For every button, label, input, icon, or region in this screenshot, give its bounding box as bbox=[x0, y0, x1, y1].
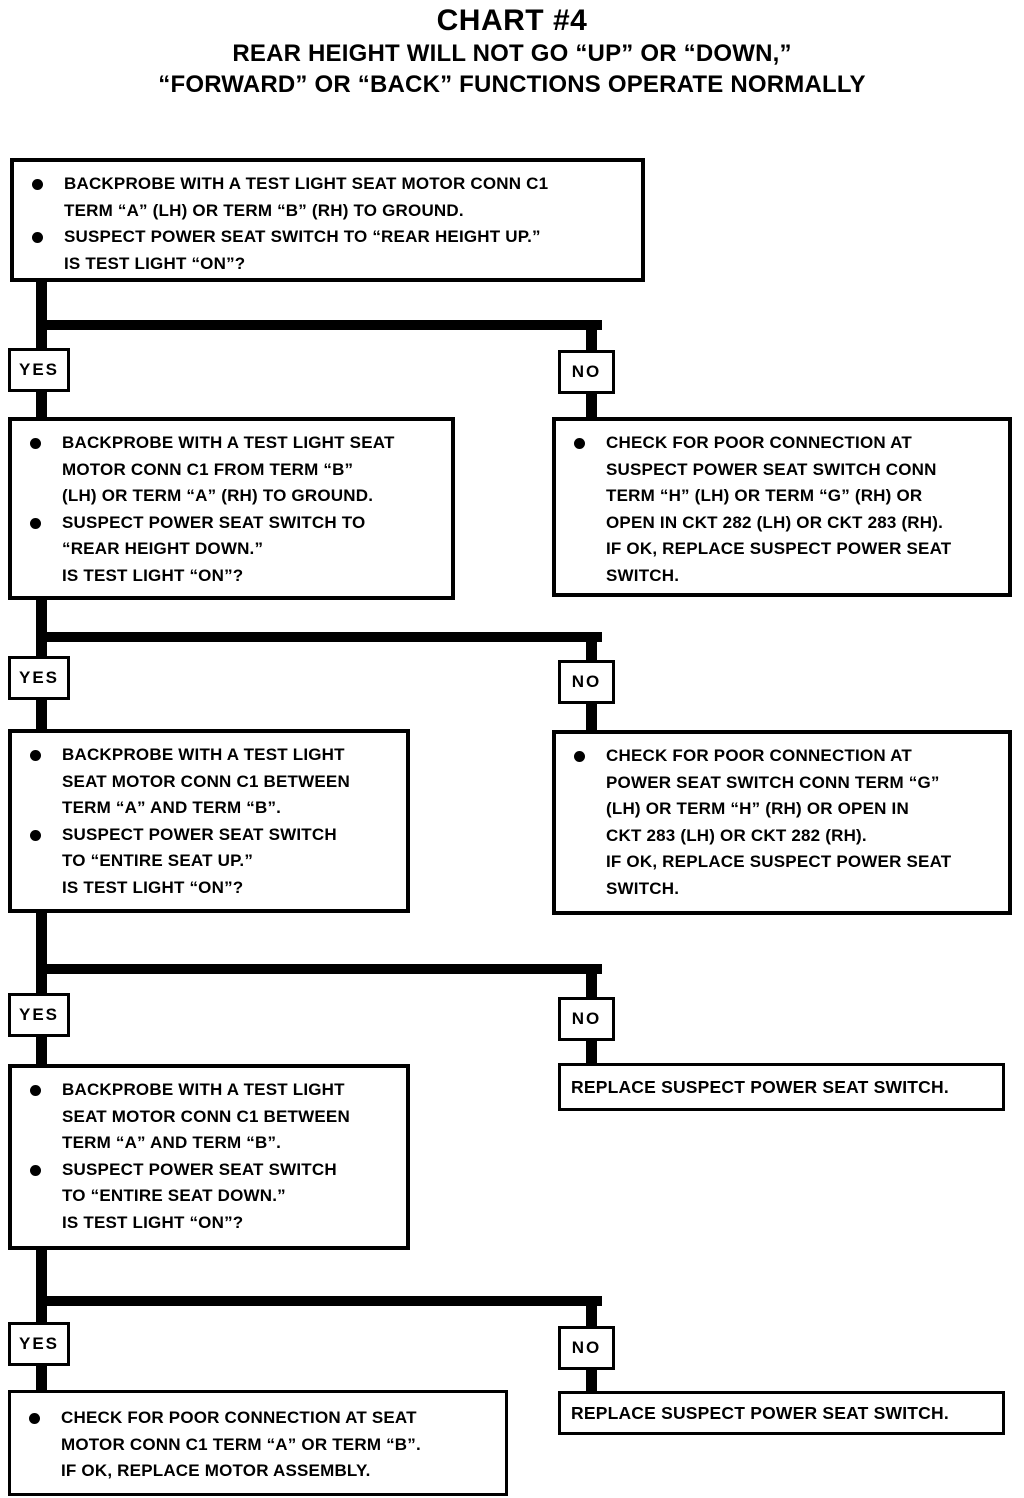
step-item: SUSPECT POWER SEAT SWITCH TO “ENTIRE SEA… bbox=[30, 1157, 398, 1237]
step-text: SUSPECT POWER SEAT SWITCH TO “ENTIRE SEA… bbox=[62, 824, 337, 897]
no-box-1: NO bbox=[558, 350, 615, 394]
action-box-2: CHECK FOR POOR CONNECTION AT POWER SEAT … bbox=[552, 730, 1012, 915]
connector-line bbox=[36, 1248, 47, 1390]
decision-box-2: BACKPROBE WITH A TEST LIGHT SEAT MOTOR C… bbox=[8, 417, 455, 600]
step-text: CHECK FOR POOR CONNECTION AT SUSPECT POW… bbox=[606, 433, 952, 585]
action-box-4: CHECK FOR POOR CONNECTION AT SEAT MOTOR … bbox=[8, 1390, 508, 1496]
no-box-4: NO bbox=[558, 1326, 615, 1370]
yes-box-4: YES bbox=[8, 1322, 70, 1366]
action-text: REPLACE SUSPECT POWER SEAT SWITCH. bbox=[571, 1402, 949, 1423]
step-item: CHECK FOR POOR CONNECTION AT SUSPECT POW… bbox=[574, 430, 1000, 589]
connector-line bbox=[36, 632, 602, 642]
decision-box-1: BACKPROBE WITH A TEST LIGHT SEAT MOTOR C… bbox=[10, 158, 645, 282]
action-box-3: REPLACE SUSPECT POWER SEAT SWITCH. bbox=[558, 1063, 1005, 1111]
step-text: CHECK FOR POOR CONNECTION AT SEAT MOTOR … bbox=[61, 1408, 421, 1480]
no-box-3: NO bbox=[558, 997, 615, 1041]
step-item: BACKPROBE WITH A TEST LIGHT SEAT MOTOR C… bbox=[30, 742, 398, 822]
bullet-icon bbox=[574, 751, 585, 762]
yes-label: YES bbox=[18, 668, 60, 687]
bullet-icon bbox=[30, 517, 41, 529]
chart-subtitle-line2: “FORWARD” OR “BACK” FUNCTIONS OPERATE NO… bbox=[158, 71, 866, 98]
bullet-icon bbox=[30, 438, 41, 449]
no-label: NO bbox=[571, 672, 602, 691]
no-box-2: NO bbox=[558, 660, 615, 704]
step-item: SUSPECT POWER SEAT SWITCH TO “REAR HEIGH… bbox=[30, 510, 443, 590]
decision-box-4: BACKPROBE WITH A TEST LIGHT SEAT MOTOR C… bbox=[8, 1064, 410, 1250]
step-text: BACKPROBE WITH A TEST LIGHT SEAT MOTOR C… bbox=[62, 745, 350, 817]
yes-label: YES bbox=[18, 1334, 60, 1353]
step-item: CHECK FOR POOR CONNECTION AT POWER SEAT … bbox=[574, 743, 1000, 902]
bullet-icon bbox=[29, 1413, 40, 1424]
step-text: SUSPECT POWER SEAT SWITCH TO “REAR HEIGH… bbox=[64, 227, 541, 273]
step-item: SUSPECT POWER SEAT SWITCH TO “REAR HEIGH… bbox=[32, 224, 633, 277]
page-title: CHART #4 REAR HEIGHT WILL NOT GO “UP” OR… bbox=[0, 4, 1024, 100]
bullet-icon bbox=[30, 1085, 41, 1096]
bullet-icon bbox=[30, 750, 41, 761]
step-text: BACKPROBE WITH A TEST LIGHT SEAT MOTOR C… bbox=[64, 174, 549, 220]
action-text: REPLACE SUSPECT POWER SEAT SWITCH. bbox=[571, 1076, 949, 1097]
step-text: SUSPECT POWER SEAT SWITCH TO “ENTIRE SEA… bbox=[62, 1159, 337, 1232]
chart-subtitle-line1: REAR HEIGHT WILL NOT GO “UP” OR “DOWN,” bbox=[232, 40, 792, 67]
bullet-icon bbox=[32, 179, 43, 190]
yes-box-1: YES bbox=[8, 348, 70, 392]
step-item: CHECK FOR POOR CONNECTION AT SEAT MOTOR … bbox=[29, 1405, 497, 1485]
step-text: BACKPROBE WITH A TEST LIGHT SEAT MOTOR C… bbox=[62, 433, 395, 505]
step-item: BACKPROBE WITH A TEST LIGHT SEAT MOTOR C… bbox=[30, 430, 443, 510]
bullet-icon bbox=[30, 829, 41, 841]
yes-label: YES bbox=[18, 360, 60, 379]
yes-label: YES bbox=[18, 1005, 60, 1024]
step-text: BACKPROBE WITH A TEST LIGHT SEAT MOTOR C… bbox=[62, 1080, 350, 1152]
step-text: CHECK FOR POOR CONNECTION AT POWER SEAT … bbox=[606, 746, 952, 898]
action-box-1: CHECK FOR POOR CONNECTION AT SUSPECT POW… bbox=[552, 417, 1012, 597]
connector-line bbox=[36, 911, 47, 1064]
chart-number: CHART #4 bbox=[436, 4, 588, 37]
decision-box-3: BACKPROBE WITH A TEST LIGHT SEAT MOTOR C… bbox=[8, 729, 410, 913]
bullet-icon bbox=[32, 232, 43, 243]
yes-box-2: YES bbox=[8, 656, 70, 700]
connector-line bbox=[36, 964, 602, 974]
step-item: BACKPROBE WITH A TEST LIGHT SEAT MOTOR C… bbox=[30, 1077, 398, 1157]
step-text: SUSPECT POWER SEAT SWITCH TO “REAR HEIGH… bbox=[62, 512, 366, 585]
no-label: NO bbox=[571, 1009, 602, 1028]
yes-box-3: YES bbox=[8, 993, 70, 1037]
bullet-icon bbox=[574, 438, 585, 449]
bullet-icon bbox=[30, 1164, 41, 1176]
step-item: SUSPECT POWER SEAT SWITCH TO “ENTIRE SEA… bbox=[30, 822, 398, 902]
action-box-5: REPLACE SUSPECT POWER SEAT SWITCH. bbox=[558, 1391, 1005, 1435]
no-label: NO bbox=[571, 362, 602, 381]
step-item: BACKPROBE WITH A TEST LIGHT SEAT MOTOR C… bbox=[32, 171, 633, 224]
connector-line bbox=[36, 320, 602, 330]
connector-line bbox=[36, 1296, 602, 1306]
no-label: NO bbox=[571, 1338, 602, 1357]
